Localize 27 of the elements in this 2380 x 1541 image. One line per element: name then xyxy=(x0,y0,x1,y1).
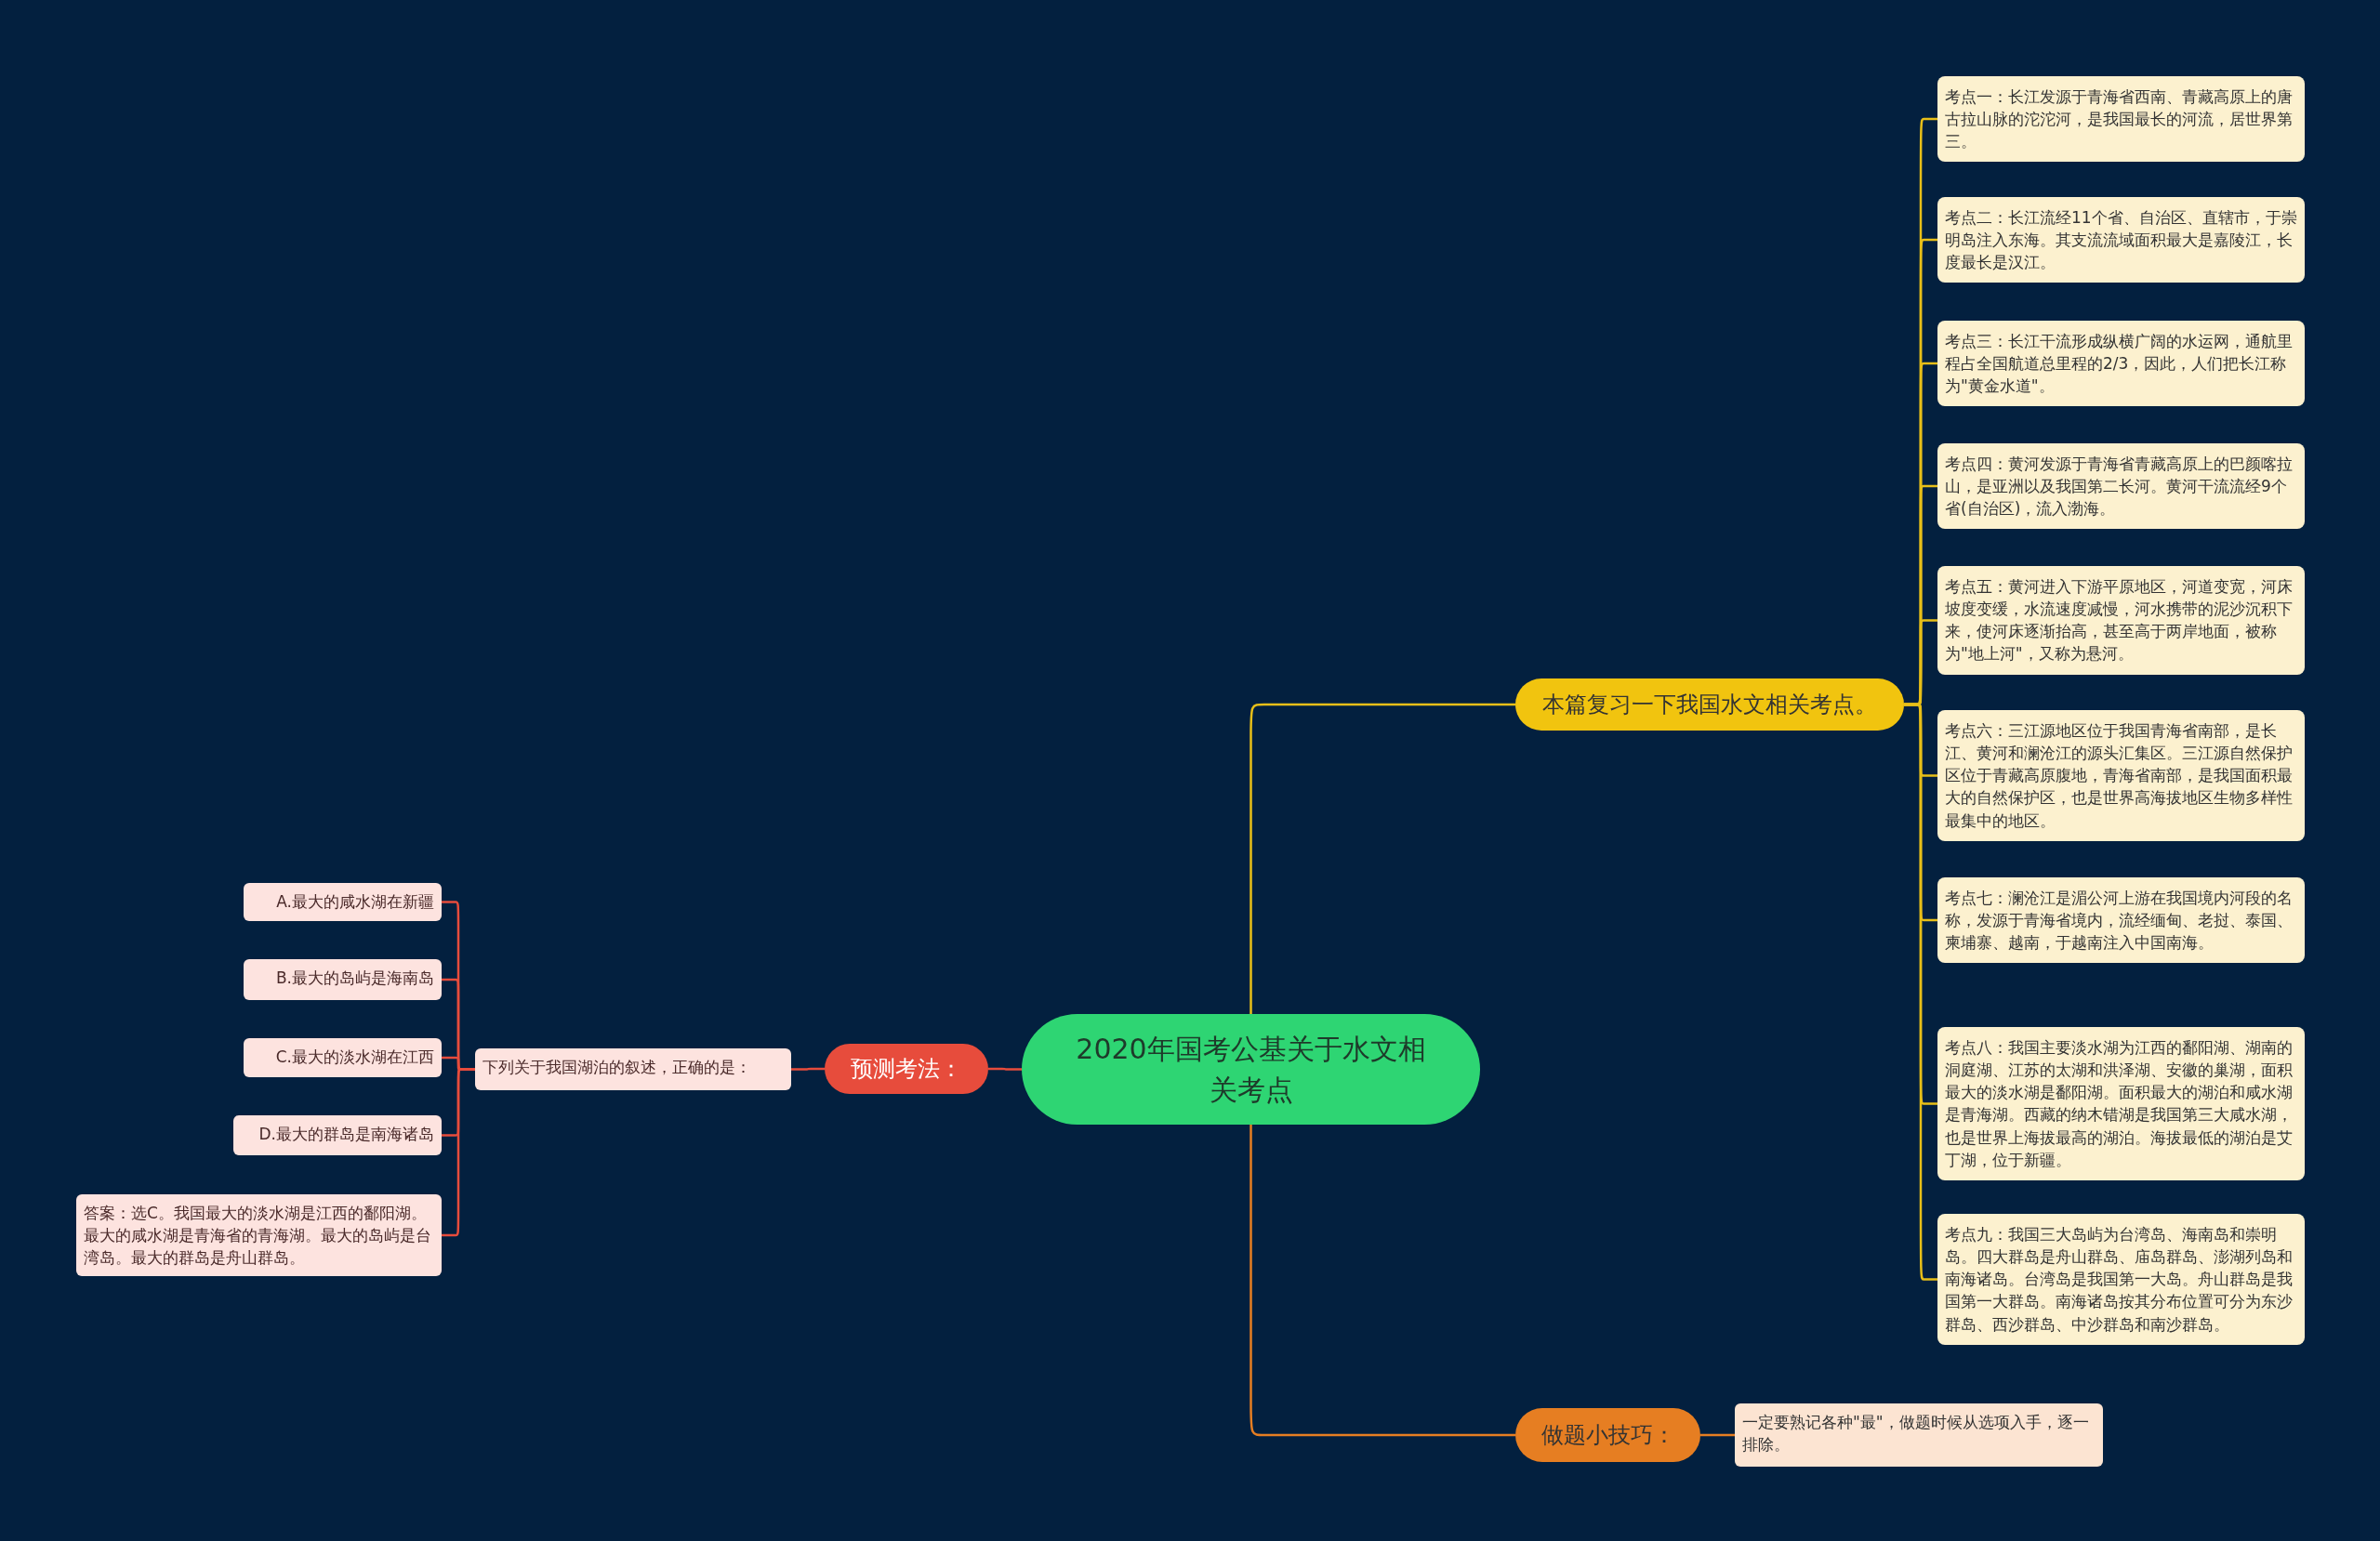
note-card: 考点三：长江干流形成纵横广阔的水运网，通航里程占全国航道总里程的2/3，因此，人们把长江称为"黄金水道"。 xyxy=(1937,321,2305,407)
answer-option: B.最大的岛屿是海南岛 xyxy=(244,959,442,1000)
connector-line xyxy=(1250,1125,1515,1437)
note-card: 考点一：长江发源于青海省西南、青藏高原上的唐古拉山脉的沱沱河，是我国最长的河流，居世界第三。 xyxy=(1937,76,2305,163)
connector-line xyxy=(1250,703,1515,1014)
connector-line xyxy=(791,1067,825,1071)
question-card: 下列关于我国湖泊的叙述，正确的是： xyxy=(475,1048,791,1090)
connector-line xyxy=(1904,703,1937,1281)
note-card: 考点六：三江源地区位于我国青海省南部，是长江、黄河和澜沧江的源头汇集区。三江源自然保护区位于青藏高原腹地，青海省南部，是我国面积最大的自然保护区，也是世界高海拔地区生物多样性最集中的地区。 xyxy=(1937,710,2305,841)
branch-topic: 本篇复习一下我国水文相关考点。 xyxy=(1515,678,1904,731)
answer-option: C.最大的淡水湖在江西 xyxy=(244,1038,442,1077)
note-card: 考点四：黄河发源于青海省青藏高原上的巴颜喀拉山，是亚洲以及我国第二长河。黄河干流流经9个省(自治区)，流入渤海。 xyxy=(1937,443,2305,530)
branch-topic: 预测考法： xyxy=(825,1044,988,1094)
answer-card: 答案：选C。我国最大的淡水湖是江西的鄱阳湖。最大的咸水湖是青海省的青海湖。最大的岛屿是台湾岛。最大的群岛是舟山群岛。 xyxy=(76,1194,442,1277)
answer-option: D.最大的群岛是南海诸岛 xyxy=(233,1115,442,1155)
note-card: 考点五：黄河进入下游平原地区，河道变宽，河床坡度变缓，水流速度减慢，河水携带的泥沙沉积下来，使河床逐渐抬高，甚至高于两岸地面，被称为"地上河"，又称为悬河。 xyxy=(1937,566,2305,675)
connector-line xyxy=(1700,1433,1735,1437)
note-card: 考点二：长江流经11个省、自治区、直辖市，于崇明岛注入东海。其支流流域面积最大是嘉陵江，长度最长是汉江。 xyxy=(1937,197,2305,283)
branch-topic: 做题小技巧： xyxy=(1515,1408,1700,1462)
note-card: 考点八：我国主要淡水湖为江西的鄱阳湖、湖南的洞庭湖、江苏的太湖和洪泽湖、安徽的巢湖，面积最大的淡水湖是鄱阳湖。面积最大的湖泊和咸水湖是青海湖。西藏的纳木错湖是我国第三大咸水湖，也是世界上海拔最高的湖泊。海拔最低的湖泊是艾丁湖，位于新疆。 xyxy=(1937,1027,2305,1180)
note-card: 考点九：我国三大岛屿为台湾岛、海南岛和崇明岛。四大群岛是舟山群岛、庙岛群岛、澎湖列岛和南海诸岛。台湾岛是我国第一大岛。舟山群岛是我国第一大群岛。南海诸岛按其分布位置可分为东沙群岛、西沙群岛、中沙群岛和南沙群岛。 xyxy=(1937,1214,2305,1345)
note-card: 考点七：澜沧江是湄公河上游在我国境内河段的名称，发源于青海省境内，流经缅甸、老挝、泰国、柬埔寨、越南，于越南注入中国南海。 xyxy=(1937,877,2305,964)
connector-line xyxy=(988,1067,1022,1071)
central-topic: 2020年国考公基关于水文相关考点 xyxy=(1022,1014,1480,1125)
tip-card: 一定要熟记各种"最"，做题时候从选项入手，逐一排除。 xyxy=(1735,1403,2103,1467)
answer-option: A.最大的咸水湖在新疆 xyxy=(244,883,442,921)
connector-line xyxy=(442,1068,475,1237)
